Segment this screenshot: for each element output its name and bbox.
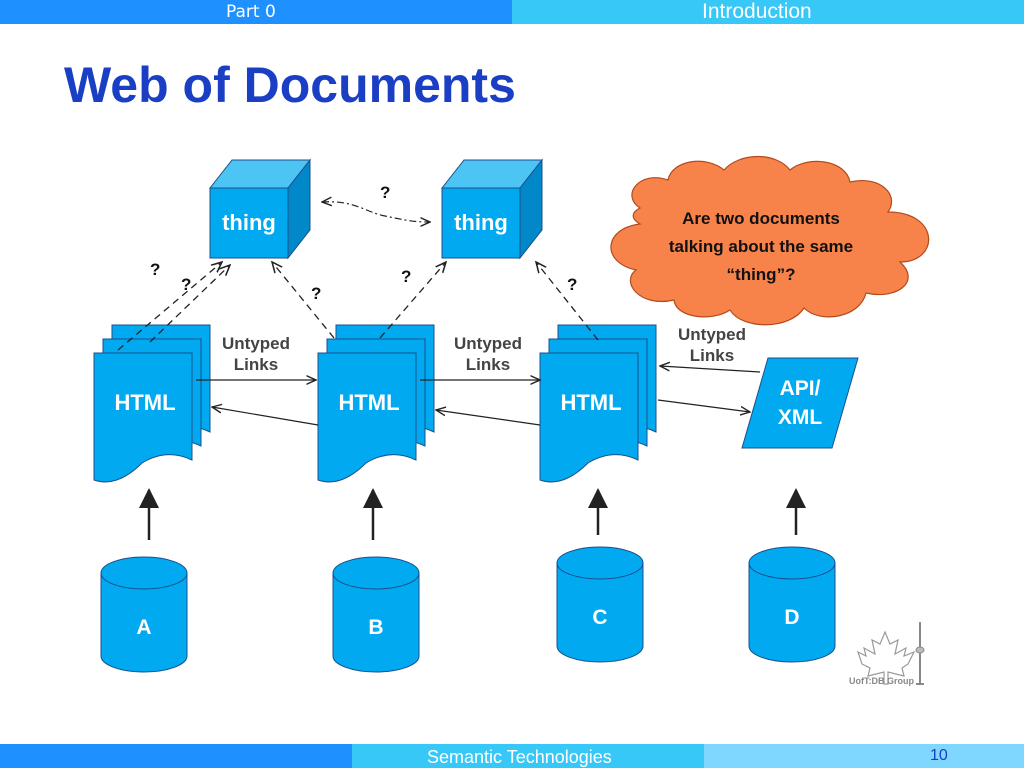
link-arrow-2-to-1 [212, 407, 319, 426]
link-arrow-3-to-api [657, 399, 750, 412]
uoft-db-group-logo: UofT:DB Group [849, 622, 925, 686]
link-arrow-api-to-3 [660, 366, 761, 373]
page-number: 10 [930, 747, 948, 764]
xml-label: XML [778, 406, 823, 429]
link-arrow-3-to-2 [436, 410, 541, 426]
dashed-link-2a [272, 262, 335, 339]
html-label-3: HTML [560, 390, 621, 415]
tower-icon [915, 622, 925, 685]
question-mark-4: ? [401, 267, 411, 286]
untyped-links-label-1b: Links [234, 355, 278, 374]
footer-band-middle [352, 744, 704, 768]
database-label-c: C [592, 606, 607, 629]
database-label-b: B [368, 616, 383, 639]
course-title: Semantic Technologies [427, 747, 612, 767]
slide-title: Web of Documents [64, 57, 516, 113]
header-bar: Part 0 Introduction [0, 0, 1024, 24]
question-mark-2: ? [181, 275, 191, 294]
untyped-links-label-3a: Untyped [678, 325, 746, 344]
thing-label-1: thing [222, 210, 276, 235]
cloud-text-line3: “thing”? [727, 265, 796, 284]
database-label-a: A [136, 616, 151, 639]
question-cloud: Are two documents talking about the same… [610, 155, 930, 326]
question-mark-5: ? [567, 275, 577, 294]
logo-text: UofT:DB Group [849, 676, 914, 686]
dashed-link-3 [536, 262, 599, 341]
database-d: D [748, 546, 836, 663]
thing-cube-2: thing [440, 158, 544, 260]
thing-cube-1: thing [208, 158, 312, 260]
database-c: C [556, 546, 644, 663]
html-doc-stack-1: HTML [93, 324, 211, 483]
database-label-d: D [784, 606, 799, 629]
html-doc-stack-2: HTML [317, 324, 435, 483]
html-label-1: HTML [114, 390, 175, 415]
thing-label-2: thing [454, 210, 508, 235]
thing-identity-link [322, 202, 430, 222]
question-mark-1: ? [150, 260, 160, 279]
cloud-text-line2: talking about the same [669, 237, 853, 256]
footer-band-left [0, 744, 352, 768]
dashed-link-1a [117, 262, 222, 351]
header-left-band [0, 0, 512, 24]
dashed-link-2b [379, 262, 446, 339]
untyped-links-label-2b: Links [466, 355, 510, 374]
untyped-links-label-3b: Links [690, 346, 734, 365]
database-b: B [332, 556, 420, 673]
footer-band-right [704, 744, 1024, 768]
html-label-2: HTML [338, 390, 399, 415]
footer-bar: Semantic Technologies 10 [0, 744, 1024, 768]
database-a: A [100, 556, 188, 673]
section-label: Introduction [702, 0, 812, 23]
question-mark-thing-link: ? [380, 183, 390, 202]
untyped-links-label-1a: Untyped [222, 334, 290, 353]
part-label: Part 0 [226, 2, 276, 22]
untyped-links-label-2a: Untyped [454, 334, 522, 353]
api-label: API/ [780, 377, 821, 400]
cloud-text-line1: Are two documents [682, 209, 840, 228]
html-doc-stack-3: HTML [539, 324, 657, 483]
header-right-band [512, 0, 1024, 24]
question-mark-3: ? [311, 284, 321, 303]
api-xml-box: API/ XML [741, 357, 859, 449]
dashed-link-1b [149, 265, 230, 343]
maple-leaf-icon [856, 630, 916, 685]
